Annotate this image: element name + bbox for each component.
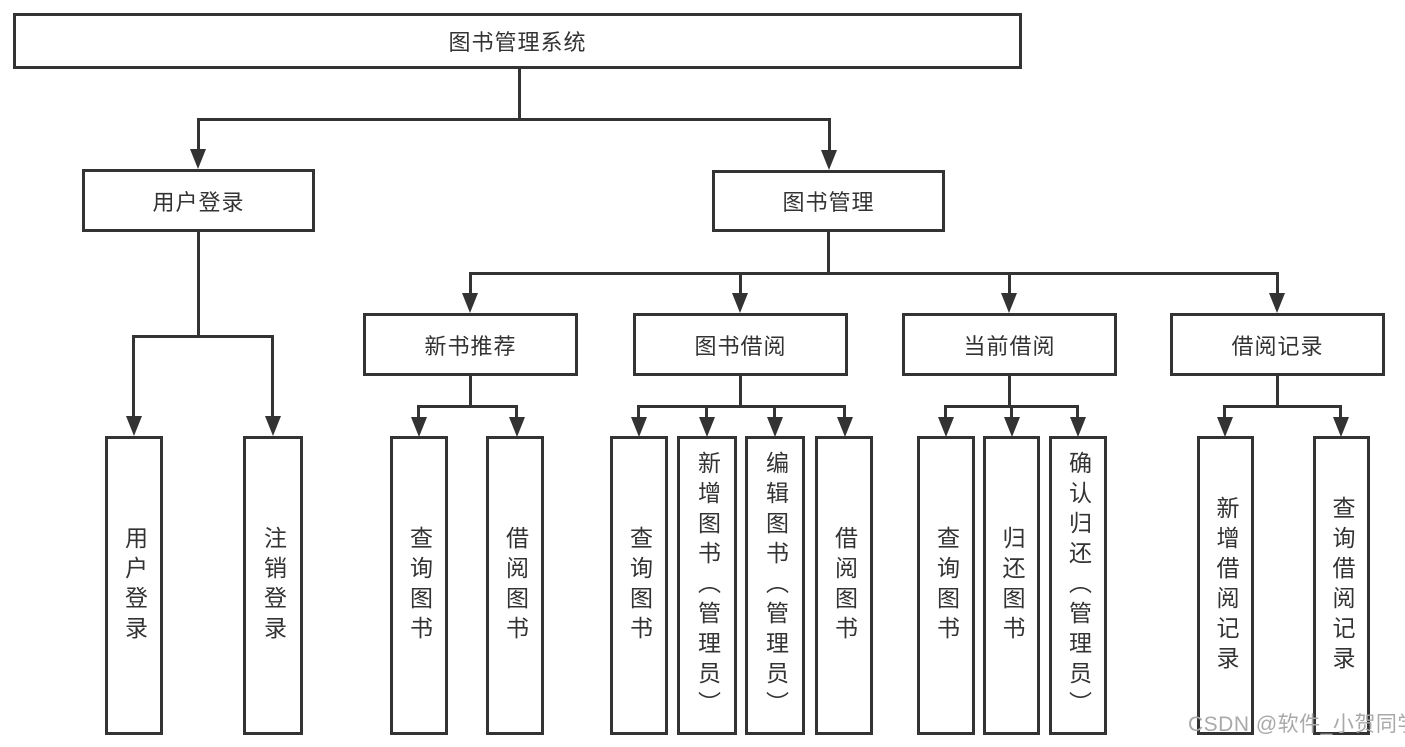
connector-line	[827, 232, 830, 272]
connector-line	[515, 405, 518, 418]
connector-line	[637, 405, 846, 408]
connector-line	[739, 272, 742, 294]
connector-line	[1223, 405, 1226, 418]
arrowhead-icon	[1333, 417, 1349, 437]
leaf-current-return-books: 归还图书	[983, 436, 1040, 735]
leaf-current-confirm-return-admin: 确认归还（管理员）	[1049, 436, 1107, 735]
connector-line	[828, 118, 831, 151]
leaf-current-query-books: 查询图书	[917, 436, 975, 735]
arrowhead-icon	[509, 417, 525, 437]
connector-line	[197, 232, 200, 335]
connector-line	[518, 69, 521, 118]
arrowhead-icon	[821, 150, 837, 170]
connector-line	[739, 376, 742, 406]
leaf-records-query-record: 查询借阅记录	[1313, 436, 1370, 735]
connector-line	[417, 405, 420, 418]
arrowhead-icon	[1001, 293, 1017, 313]
connector-line	[1276, 376, 1279, 406]
arrowhead-icon	[190, 149, 206, 169]
arrowhead-icon	[1070, 417, 1086, 437]
leaf-borrow-add-books-admin: 新增图书（管理员）	[677, 436, 737, 735]
arrowhead-icon	[938, 417, 954, 437]
arrowhead-icon	[767, 417, 783, 437]
connector-line	[469, 272, 1279, 275]
node-book-borrowing: 图书借阅	[633, 313, 848, 376]
arrowhead-icon	[837, 417, 853, 437]
connector-line	[469, 376, 472, 406]
connector-line	[1008, 272, 1011, 294]
arrowhead-icon	[265, 416, 281, 436]
connector-line	[271, 335, 274, 417]
arrowhead-icon	[699, 417, 715, 437]
leaf-borrow-edit-books-admin: 编辑图书（管理员）	[745, 436, 805, 735]
arrowhead-icon	[462, 293, 478, 313]
csdn-watermark: CSDN @软件_小贺同学	[1188, 713, 1405, 736]
leaf-borrow-borrow-books: 借阅图书	[815, 436, 873, 735]
node-root-library-system: 图书管理系统	[13, 13, 1022, 69]
connector-line	[637, 405, 640, 418]
arrowhead-icon	[411, 417, 427, 437]
node-current-borrowing: 当前借阅	[902, 313, 1117, 376]
connector-line	[843, 405, 846, 418]
connector-line	[705, 405, 708, 418]
leaf-newbook-borrow-books: 借阅图书	[486, 436, 544, 735]
connector-line	[132, 335, 274, 338]
connector-line	[1276, 272, 1279, 294]
leaf-borrow-query-books: 查询图书	[610, 436, 668, 735]
arrowhead-icon	[631, 417, 647, 437]
arrowhead-icon	[1004, 417, 1020, 437]
connector-line	[944, 405, 947, 418]
connector-line	[1223, 405, 1341, 408]
connector-line	[1339, 405, 1342, 418]
leaf-logout: 注销登录	[243, 436, 303, 735]
leaf-newbook-query-books: 查询图书	[390, 436, 448, 735]
node-borrowing-records: 借阅记录	[1170, 313, 1385, 376]
arrowhead-icon	[1269, 293, 1285, 313]
arrowhead-icon	[126, 416, 142, 436]
connector-line	[1010, 405, 1013, 418]
arrowhead-icon	[732, 293, 748, 313]
connector-line	[132, 335, 135, 417]
node-user-login: 用户登录	[82, 169, 315, 232]
connector-line	[1008, 376, 1011, 406]
connector-line	[417, 405, 518, 408]
node-book-management: 图书管理	[712, 170, 945, 232]
leaf-user-login: 用户登录	[105, 436, 163, 735]
leaf-records-add-record: 新增借阅记录	[1197, 436, 1254, 735]
connector-line	[1076, 405, 1079, 418]
connector-line	[469, 272, 472, 294]
connector-line	[197, 118, 200, 151]
node-new-book-recommendation: 新书推荐	[363, 313, 578, 376]
connector-line	[773, 405, 776, 418]
connector-line	[197, 118, 831, 121]
arrowhead-icon	[1217, 417, 1233, 437]
